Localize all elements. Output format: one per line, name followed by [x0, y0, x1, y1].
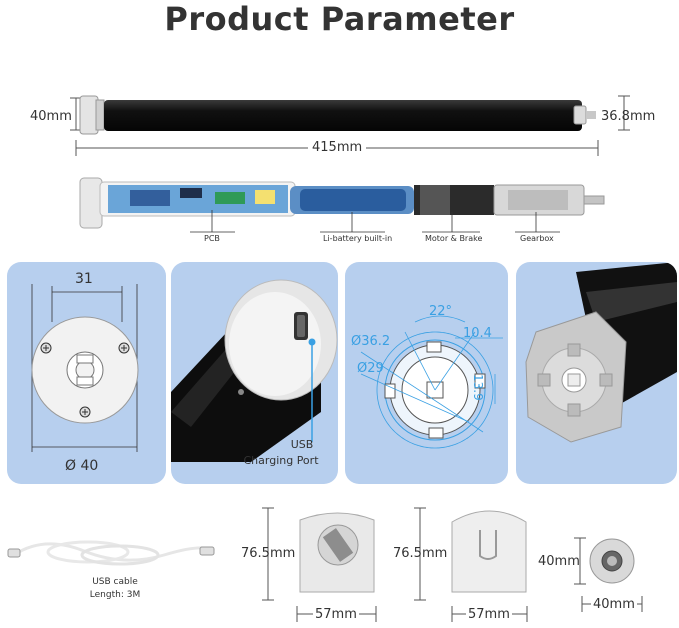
pcb-label: PCB — [204, 234, 220, 243]
bracket1-height-label: 76.5mm — [241, 546, 296, 561]
bracket2-width-label: 57mm — [466, 607, 512, 622]
shaft-dimension-panel: 22° Ø36.2 10.4 Ø29 13.9 — [345, 262, 508, 484]
bracket1-width-label: 57mm — [313, 607, 359, 622]
usb-label-line2: Charging Port — [243, 454, 319, 467]
height-right-label: 36.8mm — [601, 109, 656, 124]
battery-label: Li-battery built-in — [323, 234, 393, 243]
diameter-40-label: Ø 40 — [65, 458, 99, 474]
adapter-photo-panel — [516, 262, 677, 484]
usb-label-line1: USB — [290, 438, 314, 451]
width-31-label: 31 — [75, 271, 93, 287]
angle-label: 22° — [429, 304, 453, 319]
adapter-height-label: 40mm — [538, 554, 580, 569]
cable-label-line2: Length: 3M — [89, 590, 141, 600]
bracket2-height-label: 76.5mm — [393, 546, 448, 561]
gearbox-label: Gearbox — [520, 234, 554, 243]
motor-brake-label: Motor & Brake — [425, 234, 483, 243]
inner-diameter-label: Ø29 — [357, 361, 384, 376]
usb-port-panel: USB Charging Port — [171, 262, 338, 484]
tab-width-label: 10.4 — [463, 326, 492, 341]
outer-diameter-label: Ø36.2 — [351, 334, 391, 349]
length-label: 415mm — [308, 140, 367, 155]
page-title: Product Parameter — [164, 0, 515, 38]
height-left-label: 40mm — [30, 109, 72, 124]
end-view-panel: 31 Ø 40 — [7, 262, 166, 484]
adapter-width-label: 40mm — [591, 597, 637, 612]
cable-label-line1: USB cable — [92, 577, 138, 587]
